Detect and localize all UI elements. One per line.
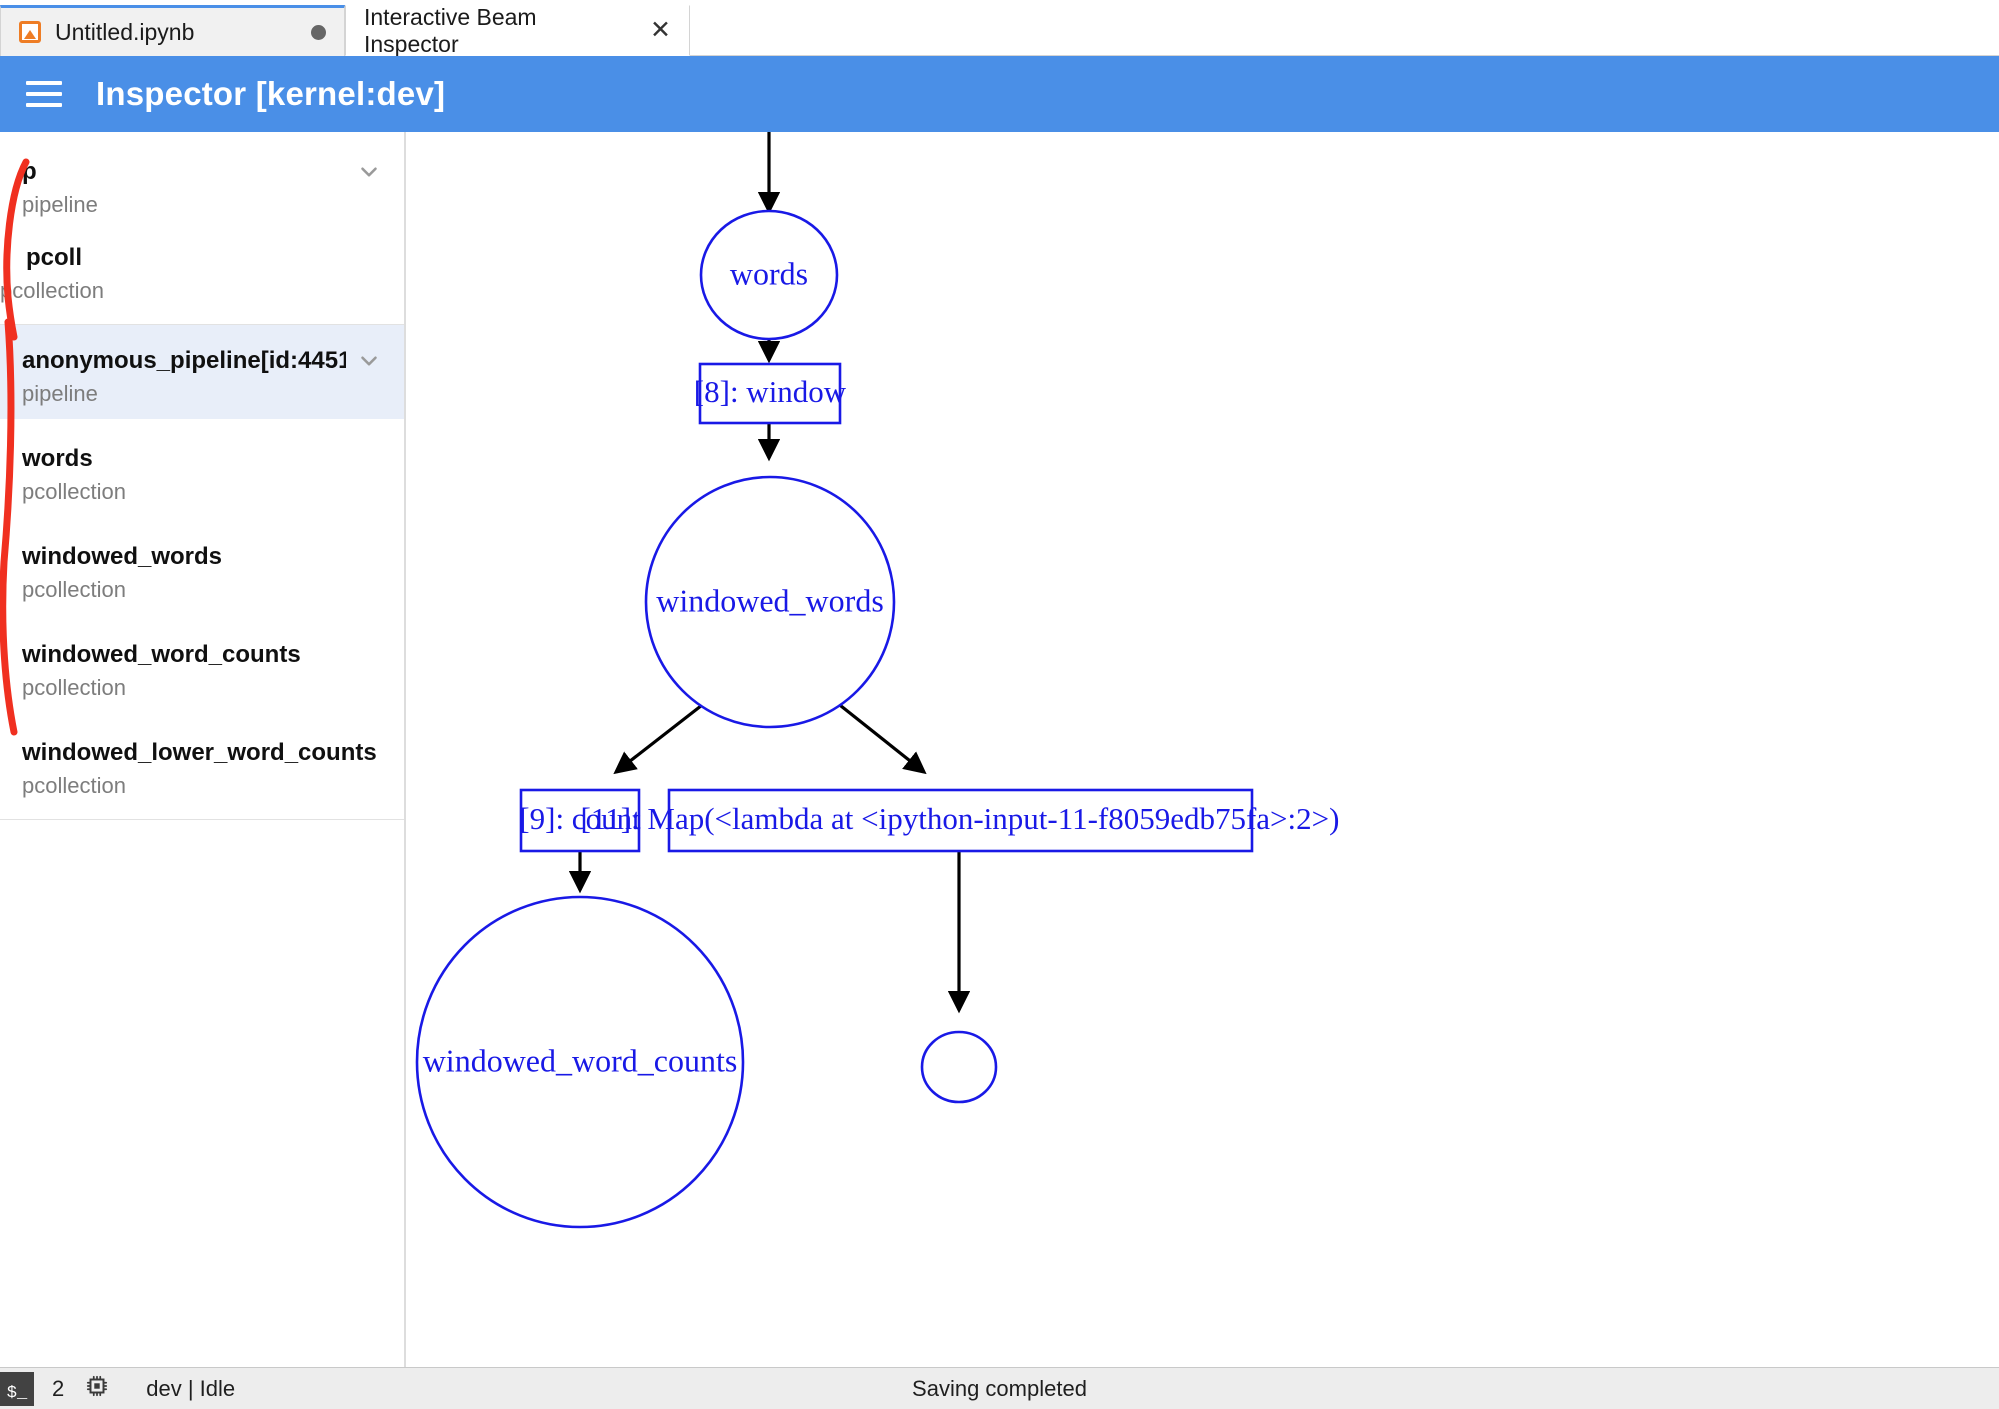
graph-node-map-lambda-label: [11]: Map(<lambda at <ipython-input-11-f… bbox=[581, 801, 1340, 836]
graph-node-words[interactable]: words bbox=[699, 209, 839, 341]
sidebar-item-anonymous-pipeline-row: anonymous_pipeline[id:44516… bbox=[22, 347, 382, 375]
sidebar-item-p-label: p bbox=[22, 158, 37, 185]
graph-node-unnamed-small[interactable] bbox=[920, 1030, 998, 1104]
graph-node-windowed-words[interactable]: windowed_words bbox=[644, 475, 896, 729]
graph-node-count[interactable]: [9]: count bbox=[519, 788, 641, 853]
inspectables-sidebar[interactable]: p pipeline pcoll pcollection anonymous_p… bbox=[0, 132, 406, 1367]
terminal-icon[interactable]: $_ bbox=[0, 1371, 34, 1406]
sidebar-item-windowed-lower-word-counts-label: windowed_lower_word_counts bbox=[22, 739, 377, 766]
page-title: Inspector [kernel:dev] bbox=[96, 75, 446, 112]
sidebar-item-pcoll-row: pcoll bbox=[26, 244, 382, 272]
sidebar-item-p-kind: pipeline bbox=[22, 192, 98, 217]
tab-bar-filler bbox=[690, 4, 1999, 56]
sidebar-item-words[interactable]: words pcollection bbox=[0, 419, 404, 517]
sidebar-item-windowed-words[interactable]: windowed_words pcollection bbox=[0, 517, 404, 615]
hamburger-bar-3 bbox=[26, 103, 62, 107]
sidebar-item-windowed-word-counts-label: windowed_word_counts bbox=[22, 641, 301, 668]
inspector-header: Inspector [kernel:dev] bbox=[0, 56, 1999, 132]
graph-node-unnamed-small-shape bbox=[920, 1030, 998, 1104]
hamburger-icon[interactable] bbox=[26, 81, 62, 107]
sidebar-item-windowed-word-counts[interactable]: windowed_word_counts pcollection bbox=[0, 615, 404, 713]
graph-node-count-shape bbox=[519, 788, 641, 853]
sidebar-item-anonymous-pipeline[interactable]: anonymous_pipeline[id:44516… pipeline bbox=[0, 325, 404, 419]
tab-untitled-left: Untitled.ipynb bbox=[19, 19, 194, 46]
graph-node-windowed-words-label: windowed_words bbox=[656, 582, 884, 618]
graph-node-map-lambda[interactable]: [11]: Map(<lambda at <ipython-input-11-f… bbox=[581, 788, 1340, 853]
pipeline-graph-svg: words [8]: window windowed_words [9]: co… bbox=[415, 132, 1340, 1229]
hamburger-bar-2 bbox=[26, 92, 62, 96]
graph-node-window-shape bbox=[698, 362, 842, 425]
pipeline-graph-canvas[interactable]: words [8]: window windowed_words [9]: co… bbox=[406, 132, 1999, 1367]
graph-node-windowed-word-counts[interactable]: windowed_word_counts bbox=[415, 895, 745, 1229]
graph-node-count-label: [9]: count bbox=[519, 801, 641, 836]
graph-node-windowed-words-shape bbox=[644, 475, 896, 729]
sidebar-item-words-label: words bbox=[22, 445, 93, 472]
graph-node-words-shape bbox=[699, 209, 839, 341]
sidebar-item-pcoll[interactable]: pcoll pcollection bbox=[0, 230, 404, 316]
sidebar-item-windowed-lower-word-counts[interactable]: windowed_lower_word_counts pcollection bbox=[0, 713, 404, 811]
graph-node-windowed-word-counts-label: windowed_word_counts bbox=[423, 1042, 738, 1078]
sidebar-group-p: p pipeline pcoll pcollection bbox=[0, 132, 404, 325]
tab-untitled-label: Untitled.ipynb bbox=[55, 18, 195, 45]
tab-inspector-label: Interactive Beam Inspector bbox=[364, 3, 537, 57]
close-icon[interactable]: ✕ bbox=[650, 16, 671, 44]
sidebar-item-pcoll-kind: pcollection bbox=[0, 278, 104, 303]
graph-node-window-label: [8]: window bbox=[694, 374, 847, 409]
chevron-down-icon[interactable] bbox=[356, 159, 382, 185]
status-message: Saving completed bbox=[912, 1375, 1087, 1401]
edge-windowed-words-to-map bbox=[835, 700, 927, 775]
chevron-down-icon[interactable] bbox=[356, 348, 382, 374]
tab-untitled-ipynb[interactable]: Untitled.ipynb bbox=[0, 5, 345, 56]
terminal-count: 2 bbox=[52, 1375, 65, 1401]
tab-bar: Untitled.ipynb Interactive Beam Inspecto… bbox=[0, 0, 1999, 57]
content-area: p pipeline pcoll pcollection anonymous_p… bbox=[0, 132, 1999, 1367]
sidebar-item-windowed-words-kind: pcollection bbox=[22, 577, 126, 602]
sidebar-item-anonymous-pipeline-kind: pipeline bbox=[22, 381, 98, 406]
sidebar-item-pcoll-label: pcoll bbox=[26, 244, 83, 271]
graph-node-map-lambda-shape bbox=[667, 788, 1254, 853]
cpu-chip-icon[interactable] bbox=[84, 1373, 110, 1404]
unsaved-changes-dot[interactable] bbox=[311, 24, 326, 40]
sidebar-item-windowed-lower-word-counts-kind: pcollection bbox=[22, 773, 126, 798]
kernel-status[interactable]: dev | Idle bbox=[146, 1375, 236, 1401]
tab-interactive-beam-inspector[interactable]: Interactive Beam Inspector ✕ bbox=[345, 3, 690, 57]
notebook-icon bbox=[19, 21, 41, 43]
graph-node-window[interactable]: [8]: window bbox=[694, 362, 847, 425]
sidebar-item-p-row: p bbox=[22, 158, 382, 186]
sidebar-item-words-kind: pcollection bbox=[22, 479, 126, 504]
graph-node-windowed-word-counts-shape bbox=[415, 895, 745, 1229]
graph-node-words-label: words bbox=[730, 255, 808, 291]
terminal-icon-label: $_ bbox=[6, 1383, 28, 1403]
status-bar: $_ 2 dev | Idle Saving completed bbox=[0, 1367, 1999, 1409]
sidebar-item-windowed-word-counts-kind: pcollection bbox=[22, 675, 126, 700]
sidebar-group-anonymous-pipeline: anonymous_pipeline[id:44516… pipeline wo… bbox=[0, 325, 404, 820]
edge-windowed-words-to-count bbox=[613, 700, 707, 775]
sidebar-item-p[interactable]: p pipeline bbox=[0, 132, 404, 230]
sidebar-item-windowed-words-label: windowed_words bbox=[22, 543, 223, 570]
sidebar-item-anonymous-pipeline-label: anonymous_pipeline[id:44516… bbox=[22, 347, 346, 374]
hamburger-bar-1 bbox=[26, 81, 62, 85]
